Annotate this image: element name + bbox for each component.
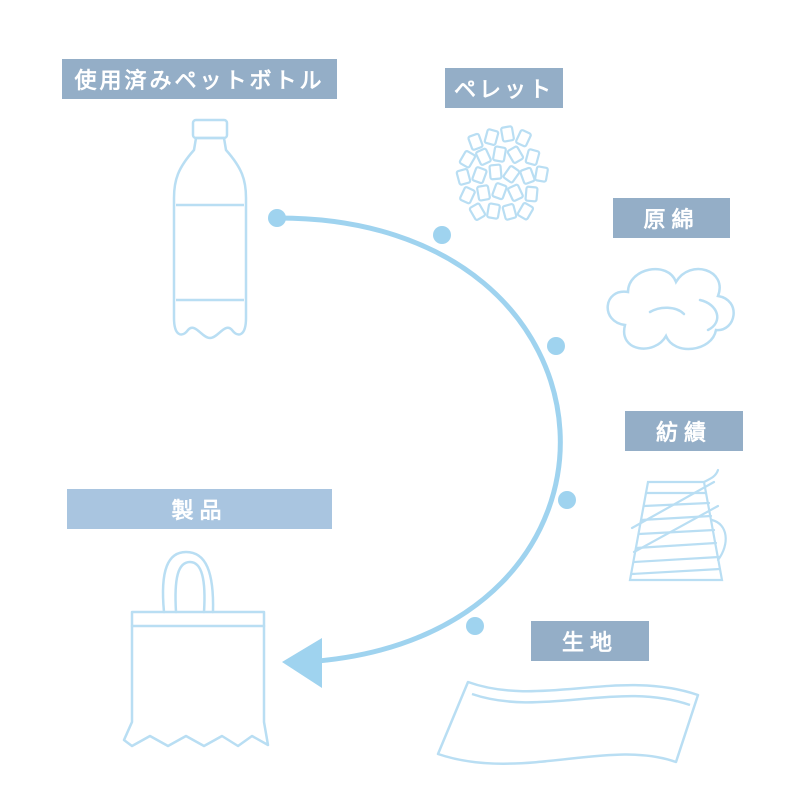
raw-cotton-icon	[606, 267, 735, 351]
spinning-label: 紡績	[625, 411, 743, 451]
product-label: 製品	[67, 489, 332, 529]
fabric-label: 生地	[531, 621, 649, 661]
pellets-icon	[455, 125, 549, 221]
flow-node-spinning	[558, 491, 576, 509]
flow-node-cotton	[547, 337, 565, 355]
bottle-label: 使用済みペットボトル	[62, 59, 337, 99]
flow-node-pellet	[433, 226, 451, 244]
flow-arrowhead	[282, 638, 322, 688]
flow-node-bottle	[268, 209, 286, 227]
thread-spool-icon	[628, 468, 727, 582]
fabric-icon	[436, 680, 700, 765]
cotton-label: 原綿	[613, 198, 730, 238]
tote-bag-icon	[122, 550, 270, 748]
pet-bottle-icon	[172, 118, 248, 340]
flow-node-fabric	[466, 617, 484, 635]
pellet-label: ペレット	[445, 68, 563, 108]
flow-arc	[272, 215, 563, 665]
